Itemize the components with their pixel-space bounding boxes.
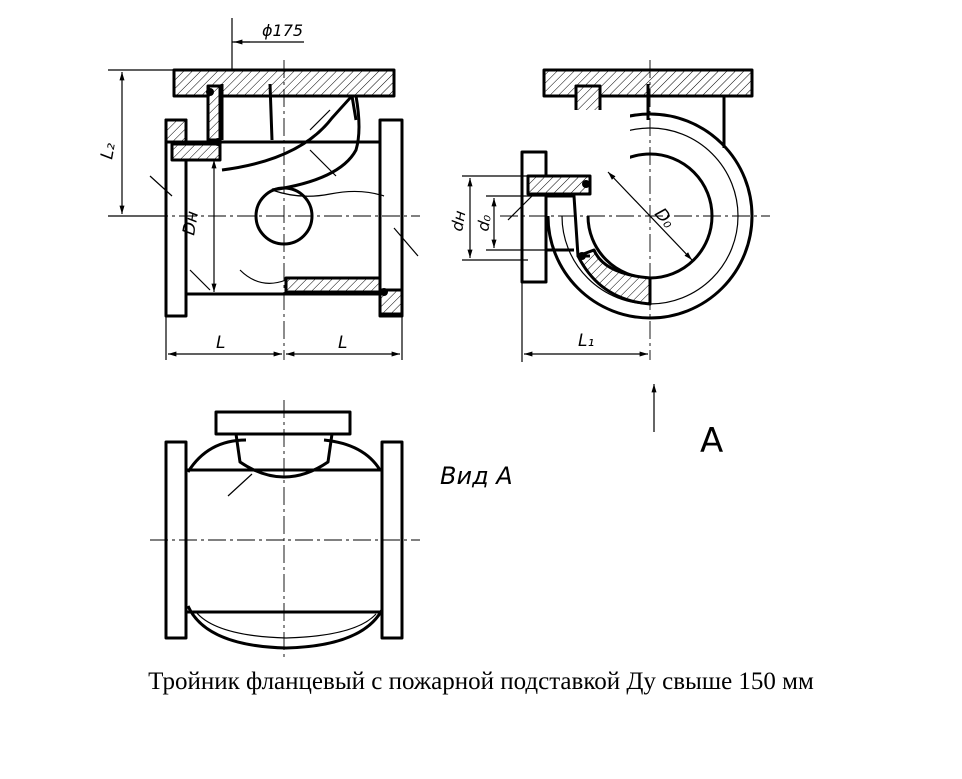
view-a-bulge-top xyxy=(186,438,382,473)
dim-l1-label: L₁ xyxy=(578,331,594,351)
dim-l-left-label: L xyxy=(216,333,225,353)
view-a-bulge-bottom-inner xyxy=(195,611,377,639)
break-line-lower xyxy=(239,269,287,284)
dim-l2-label: L₂ xyxy=(97,141,120,161)
branch-curve-outer xyxy=(271,95,361,192)
weld-mark xyxy=(214,138,222,146)
dim-175-label: ϕ175 xyxy=(262,21,303,40)
view-arrow-label: A xyxy=(700,421,723,461)
right-flange-section xyxy=(378,288,404,316)
view-a-caption: Вид A xyxy=(440,462,513,490)
dim-dn-label: dн xyxy=(447,209,469,233)
leader xyxy=(227,473,253,497)
view-a: Вид A xyxy=(150,400,513,660)
front-section-view: Dн ϕ175 L₂ L L xyxy=(97,18,420,360)
view-a-top-flange xyxy=(214,410,352,436)
leader xyxy=(189,269,211,291)
leader xyxy=(393,227,419,257)
dim-d0-large-line xyxy=(607,171,693,261)
weld-mark xyxy=(380,288,388,296)
dim-d0-large-label: D₀ xyxy=(650,204,678,232)
mask xyxy=(540,110,630,216)
side-branch-flange xyxy=(520,150,548,284)
view-arrow: A xyxy=(651,384,723,461)
pipe-left-wall-section xyxy=(170,142,222,162)
top-neck-walls xyxy=(220,83,358,141)
leader xyxy=(309,149,337,177)
pipe-bottom-section xyxy=(576,248,652,306)
dim-dn-label: Dн xyxy=(179,210,203,237)
view-a-branch xyxy=(234,433,334,479)
weld-mark xyxy=(582,180,590,188)
right-flange xyxy=(378,118,404,318)
branch-curve-inner xyxy=(221,94,354,172)
leader xyxy=(507,195,533,221)
left-flange-section xyxy=(164,118,188,144)
top-neck-left-wall xyxy=(206,84,222,142)
weld-mark xyxy=(578,252,586,260)
weld-mark xyxy=(206,88,214,96)
drawing-caption: Тройник фланцевый с пожарной подставкой … xyxy=(148,668,814,695)
pipe-wall-section xyxy=(284,276,382,294)
break-line-upper xyxy=(271,189,385,197)
view-a-bulge-bottom xyxy=(186,605,384,650)
side-section-view: D₀ dн d₀ L₁ xyxy=(447,60,770,362)
dim-d0-label: d₀ xyxy=(473,212,495,232)
leader xyxy=(309,109,331,131)
side-branch-section xyxy=(526,174,592,196)
leader xyxy=(149,175,173,197)
dim-l-right-label: L xyxy=(338,333,347,353)
